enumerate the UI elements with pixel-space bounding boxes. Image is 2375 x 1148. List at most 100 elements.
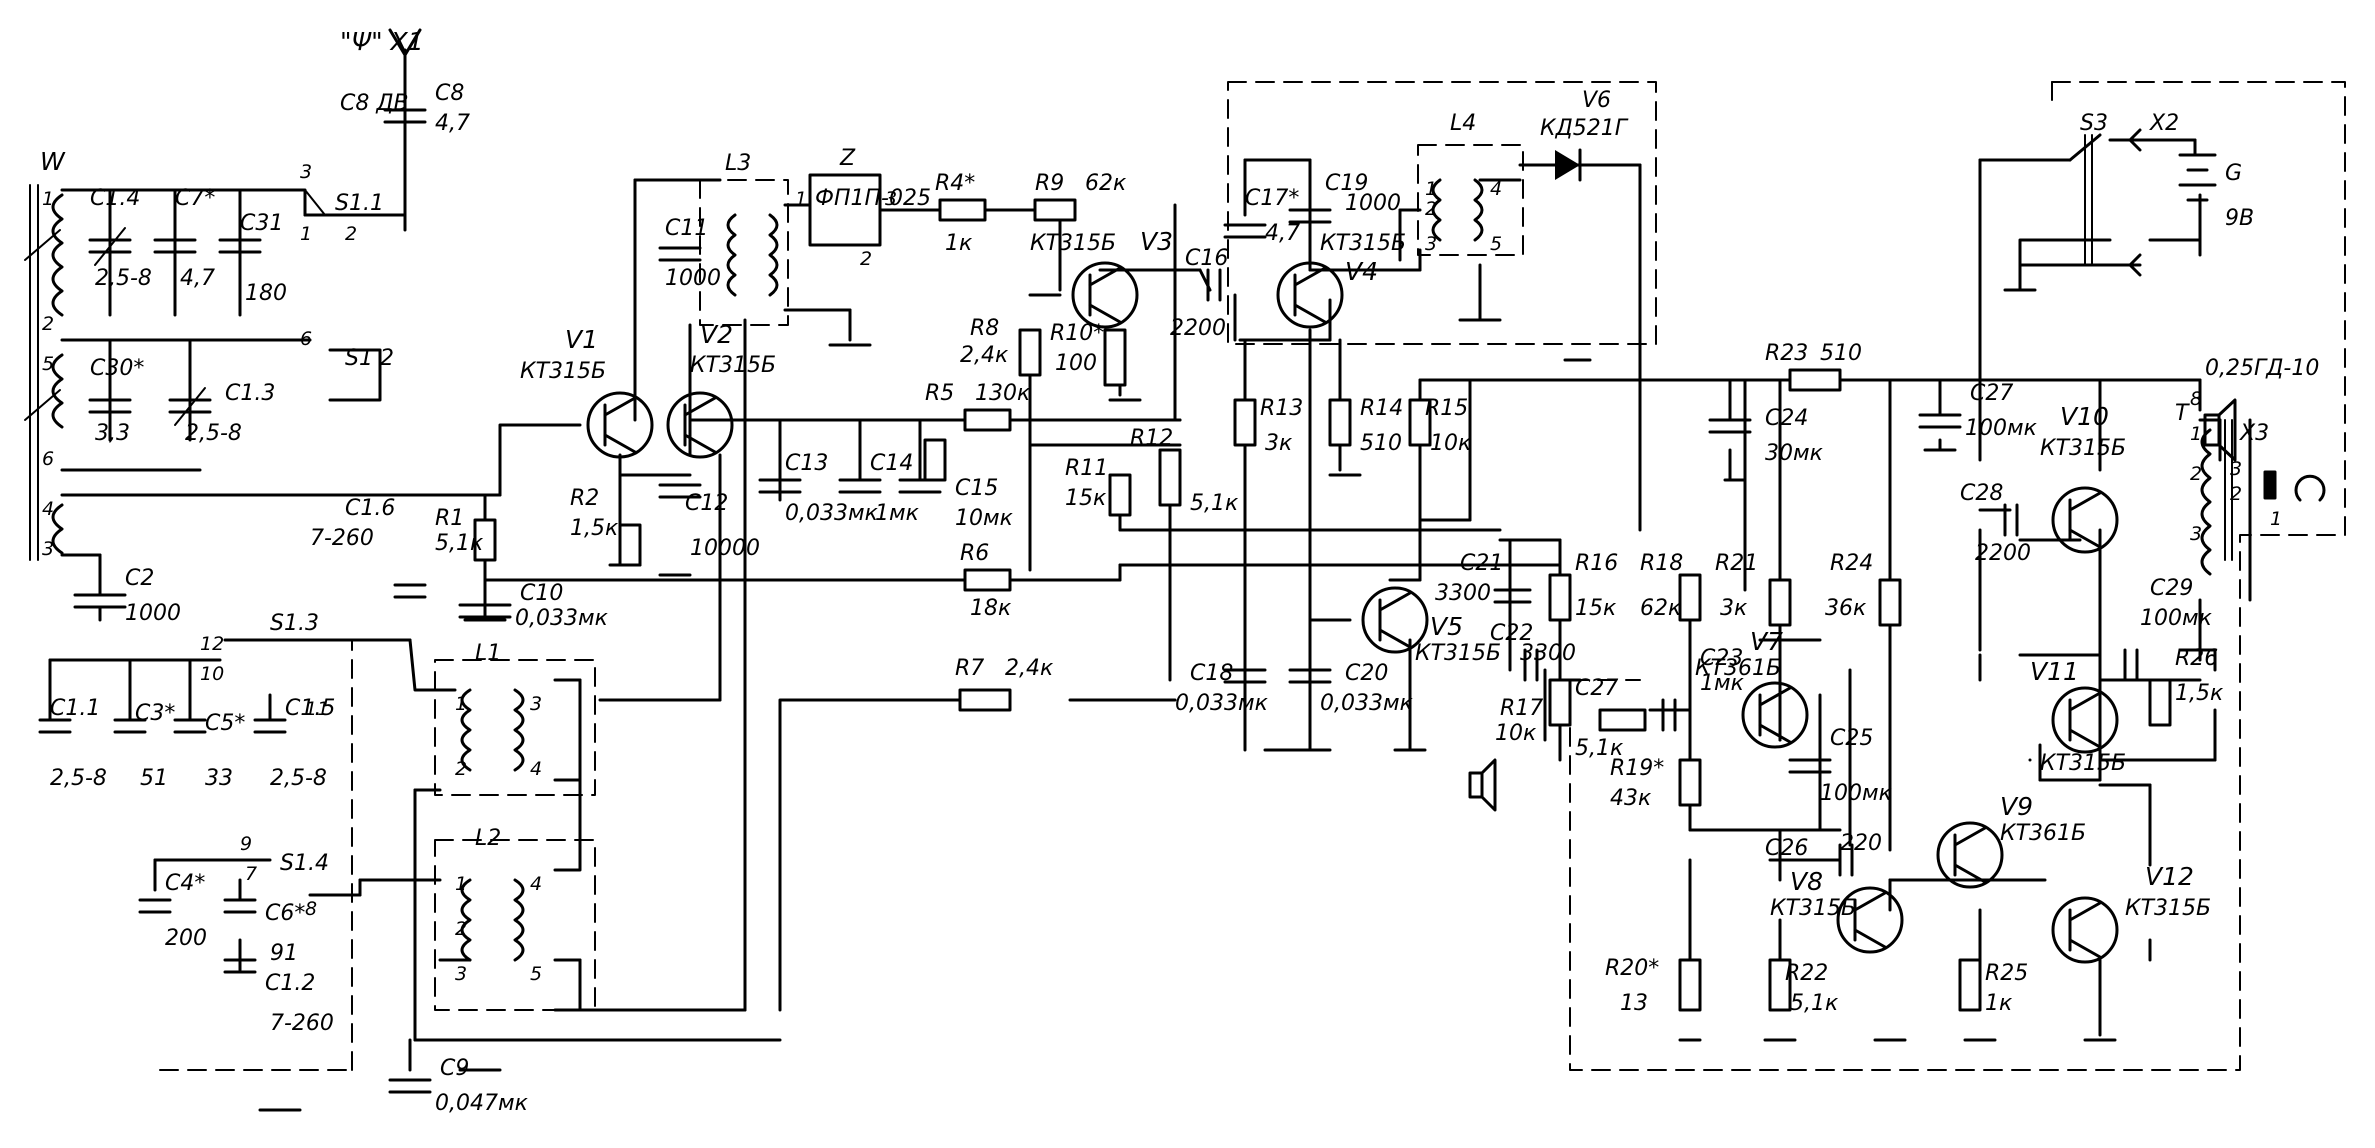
value-c27b: 5,1к <box>1575 736 1624 761</box>
value-c6: 91 <box>270 941 298 966</box>
pin-label: 2 <box>860 248 872 270</box>
label-c6: C6* <box>265 901 305 926</box>
speaker-output-icon <box>1468 758 1497 812</box>
value-c20: 0,033мк <box>1320 691 1414 716</box>
label-r8: R8 <box>970 316 999 341</box>
label-z: Z <box>839 146 856 171</box>
label-r1: R1 <box>435 506 464 531</box>
transistor-v10-icon <box>2051 486 2119 554</box>
label-v1: V1 <box>565 325 598 354</box>
transistor-v9-icon <box>1936 821 2004 889</box>
label-r17: R17 <box>1500 696 1543 721</box>
value-r9: 62к <box>1085 171 1127 196</box>
value-r14: 510 <box>1360 431 1402 456</box>
label-r10: R10* <box>1050 321 1104 346</box>
label-c3: C3* <box>135 701 175 726</box>
pin-label: 2 <box>455 918 467 940</box>
label-g: G <box>2225 161 2242 186</box>
value-v4: КТ315Б <box>1320 231 1406 256</box>
filter-z-box <box>808 173 882 247</box>
value-c29: 100мк <box>2140 606 2213 631</box>
transistor-v7-icon <box>1741 681 1809 749</box>
diode-v6-icon <box>1518 148 1612 182</box>
pin-label: 2 <box>455 758 467 780</box>
label-r11: R11 <box>1065 456 1108 481</box>
pin-label: 4 <box>1490 178 1502 200</box>
value-c30: 3,3 <box>95 421 130 446</box>
label-l2: L2 <box>475 826 501 851</box>
pin-label: 1 <box>2270 508 2282 530</box>
dashed-enclosures <box>159 81 2346 1071</box>
value-c1-2: 7-260 <box>270 1011 334 1036</box>
value-c1-3: 2,5-8 <box>185 421 242 446</box>
value-c10: 0,033мк <box>515 606 609 631</box>
label-c22: C22 <box>1490 621 1533 646</box>
pin-label: 1 <box>42 188 54 210</box>
value-c9: 0,047мк <box>435 1091 529 1116</box>
value-r24: 36к <box>1825 596 1867 621</box>
label-s1-3: S1.3 <box>270 611 319 636</box>
value-c18: 0,033мк <box>1175 691 1269 716</box>
label-c23: C23 <box>1700 646 1743 671</box>
label-c24: C24 <box>1765 406 1808 431</box>
label-r24: R24 <box>1830 551 1873 576</box>
value-c25: 100мк <box>1820 781 1893 806</box>
transistor-v11-icon <box>2051 686 2119 754</box>
label-s1-2: S1 2 <box>345 346 394 371</box>
value-r8: 2,4к <box>960 343 1009 368</box>
pin-label: 3 <box>2230 458 2242 480</box>
transistor-v2-icon <box>666 391 734 459</box>
label-r6: R6 <box>960 541 989 566</box>
label-v4: V4 <box>1345 257 1378 286</box>
capacitor-symbols <box>38 208 2139 1094</box>
label-v5: V5 <box>1430 612 1463 641</box>
pin-label: 8 <box>2190 388 2202 410</box>
pin-label: 11 <box>305 698 329 720</box>
value-r6: 18к <box>970 596 1012 621</box>
pin-label: 6 <box>300 328 312 350</box>
value-v1: КТ315Б <box>520 359 606 384</box>
value-r23: 510 <box>1820 341 1862 366</box>
label-w: W <box>40 147 66 176</box>
label-r26: R26 <box>2175 646 2218 671</box>
value-c2: 1000 <box>125 601 181 626</box>
label-v7: V7 <box>1750 627 1783 656</box>
label-c7: C7* <box>175 186 215 211</box>
value-c24: 30мк <box>1765 441 1824 466</box>
label-c15: C15 <box>955 476 998 501</box>
label-c19: C19 <box>1325 171 1368 196</box>
value-c1-5: 2,5-8 <box>270 766 327 791</box>
label-r16: R16 <box>1575 551 1618 576</box>
value-r17: 10к <box>1495 721 1537 746</box>
label-c13: C13 <box>785 451 828 476</box>
switch-s3-icon <box>2068 128 2142 277</box>
label-r18: R18 <box>1640 551 1683 576</box>
value-c26: 220 <box>1840 831 1882 856</box>
label-r7: R7 <box>955 656 984 681</box>
label-r20: R20* <box>1605 956 1659 981</box>
value-v3: КТ315Б <box>1030 231 1116 256</box>
pin-label: 4 <box>530 873 542 895</box>
pin-label: 3 <box>2190 523 2202 545</box>
label-c20: C20 <box>1345 661 1388 686</box>
pin-label: 1 <box>1425 178 1437 200</box>
pin-label: 6 <box>42 448 54 470</box>
label-t: T <box>2175 401 2190 426</box>
component-labels: "Ψ" X1 C8 4,7 С8 ДВ W C1.4 2,5-8 C7* 4,7… <box>40 27 2319 1116</box>
label-v2: V2 <box>700 320 733 349</box>
label-c21: C21 <box>1460 551 1503 576</box>
value-r25: 1к <box>1985 991 2013 1016</box>
transistor-v1-icon <box>586 391 654 459</box>
transistor-v4-icon <box>1276 261 1344 329</box>
value-c12: 10000 <box>690 536 760 561</box>
label-r14: R14 <box>1360 396 1403 421</box>
value-v11: КТ315Б <box>2040 751 2126 776</box>
label-c8: C8 <box>435 81 464 106</box>
label-c29: C29 <box>2150 576 2193 601</box>
value-v6: КД521Г <box>1540 116 1629 141</box>
label-c17: C17* <box>1245 186 1299 211</box>
value-v5: КТ315Б <box>1415 641 1501 666</box>
label-v8: V8 <box>1790 867 1823 896</box>
value-r15: 10к <box>1430 431 1472 456</box>
label-c12: C12 <box>685 491 728 516</box>
